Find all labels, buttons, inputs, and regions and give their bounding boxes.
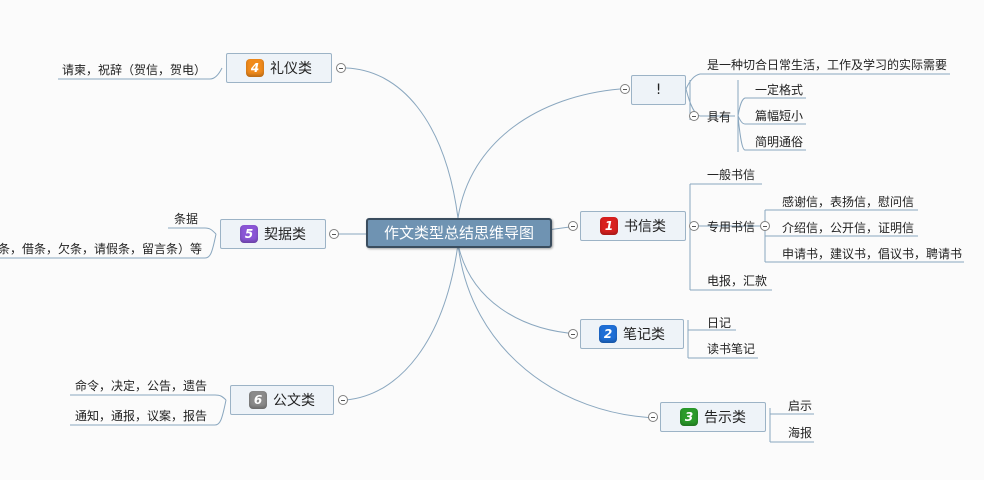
- branch-notes[interactable]: 2 笔记类: [580, 319, 684, 349]
- connector-exclaim: [457, 88, 621, 219]
- branch-letters-label: 书信类: [624, 219, 666, 235]
- branch-etiquette-label: 礼仪类: [270, 61, 312, 77]
- branch-notes-label: 笔记类: [623, 327, 665, 343]
- leaf-telegram: 电报，汇款: [707, 274, 768, 288]
- branch-official-label: 公文类: [273, 393, 315, 409]
- collapse-toggle-official[interactable]: [338, 395, 348, 405]
- leaf-special-letter[interactable]: 专用书信: [707, 220, 756, 234]
- branch-letters[interactable]: 1 书信类: [580, 211, 686, 241]
- branch-exclaim[interactable]: !: [631, 75, 686, 105]
- leaf-has[interactable]: 具有: [707, 110, 732, 124]
- connector-official: [345, 243, 459, 401]
- collapse-toggle-etiquette[interactable]: [336, 63, 346, 73]
- leaf-special-3: 申请书，建议书，倡议书，聘请书: [782, 247, 963, 261]
- collapse-toggle-special[interactable]: [760, 221, 770, 231]
- connector-etiquette: [345, 67, 459, 219]
- branch-notices-label: 告示类: [704, 410, 746, 426]
- priority-5-icon: 5: [240, 225, 258, 243]
- collapse-toggle-letters-children[interactable]: [689, 221, 699, 231]
- leaf-diary: 日记: [707, 316, 732, 330]
- priority-6-icon: 6: [249, 391, 267, 409]
- root-topic[interactable]: 作文类型总结思维导图: [366, 218, 552, 248]
- connector-notices: [457, 243, 659, 419]
- collapse-toggle-has[interactable]: [689, 111, 699, 121]
- leaf-special-2: 介绍信，公开信，证明信: [782, 221, 915, 235]
- leaf-poster: 海报: [788, 426, 813, 440]
- leaf-official-2: 通知，通报，议案，报告: [75, 409, 208, 423]
- collapse-toggle-letters[interactable]: [568, 221, 578, 231]
- leaf-notice: 启示: [788, 399, 813, 413]
- priority-4-icon: 4: [246, 59, 264, 77]
- leaf-slip-types: 条，借条，欠条，请假条，留言条）等: [0, 242, 203, 256]
- leaf-feature-2: 篇幅短小: [755, 109, 804, 123]
- priority-1-icon: 1: [600, 217, 618, 235]
- leaf-special-1: 感谢信，表扬信，慰问信: [782, 195, 915, 209]
- connector-notes: [457, 243, 579, 335]
- collapse-toggle-receipts[interactable]: [329, 229, 339, 239]
- collapse-toggle-notes[interactable]: [568, 329, 578, 339]
- priority-3-icon: 3: [680, 408, 698, 426]
- branch-etiquette[interactable]: 4 礼仪类: [226, 53, 332, 83]
- leaf-feature-3: 简明通俗: [755, 135, 804, 149]
- leaf-official-1: 命令，决定，公告，遗告: [75, 379, 208, 393]
- priority-2-icon: 2: [599, 325, 617, 343]
- branch-official[interactable]: 6 公文类: [230, 385, 334, 415]
- leaf-general-letter: 一般书信: [707, 168, 756, 182]
- collapse-toggle-exclaim[interactable]: [620, 84, 630, 94]
- leaf-feature-1: 一定格式: [755, 83, 804, 97]
- branch-notices[interactable]: 3 告示类: [660, 402, 766, 432]
- collapse-toggle-notices[interactable]: [648, 412, 658, 422]
- leaf-slips: 条据: [174, 212, 199, 226]
- branch-receipts[interactable]: 5 契据类: [220, 219, 326, 249]
- branch-receipts-label: 契据类: [264, 227, 306, 243]
- leaf-invitation: 请柬，祝辞（贺信，贺电）: [62, 63, 207, 77]
- leaf-reading-notes: 读书笔记: [707, 342, 756, 356]
- branch-exclaim-label: !: [655, 82, 662, 98]
- leaf-purpose: 是一种切合日常生活，工作及学习的实际需要: [707, 58, 948, 72]
